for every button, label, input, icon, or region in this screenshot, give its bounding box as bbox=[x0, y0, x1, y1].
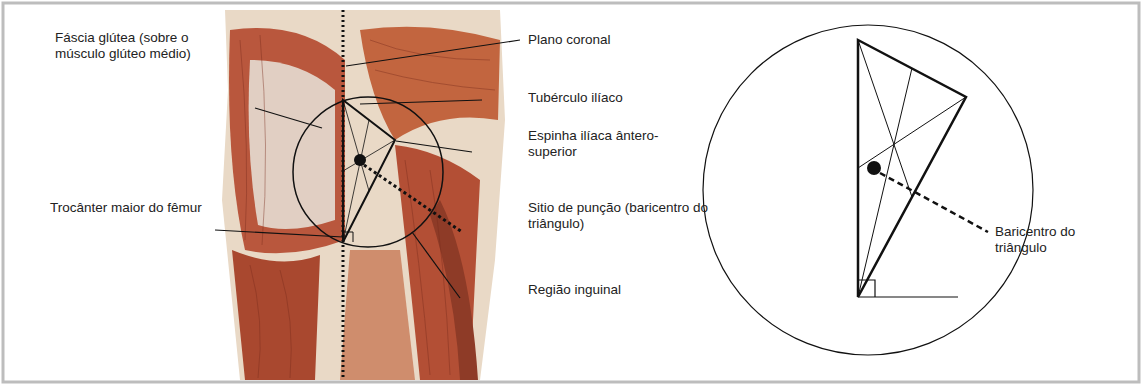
barycenter-label: Baricentro do triângulo bbox=[995, 224, 1105, 256]
gluteal-fascia bbox=[249, 60, 335, 229]
circle bbox=[293, 97, 443, 247]
barycenter-dot bbox=[354, 154, 366, 166]
anatomy-label: Região inguinal bbox=[528, 282, 688, 298]
plane-label: Plano coronal bbox=[528, 32, 688, 48]
anatomy-label: Trocânter maior do fêmur bbox=[50, 200, 215, 216]
zoom-detail bbox=[703, 25, 1033, 355]
leader-lines bbox=[215, 40, 520, 298]
frame bbox=[3, 3, 1139, 382]
site-label: Sitio de punção (baricentro do triângulo… bbox=[528, 200, 718, 232]
hip-illustration bbox=[222, 10, 505, 380]
anatomy-label: Espinha ilíaca ântero-superior bbox=[528, 128, 678, 160]
anatomy-label: Fáscia glútea (sobre o músculo glúteo mé… bbox=[55, 30, 235, 62]
puncture-line bbox=[364, 165, 462, 232]
triangle bbox=[343, 100, 395, 242]
anatomy-label: Tubérculo ilíaco bbox=[528, 90, 688, 106]
